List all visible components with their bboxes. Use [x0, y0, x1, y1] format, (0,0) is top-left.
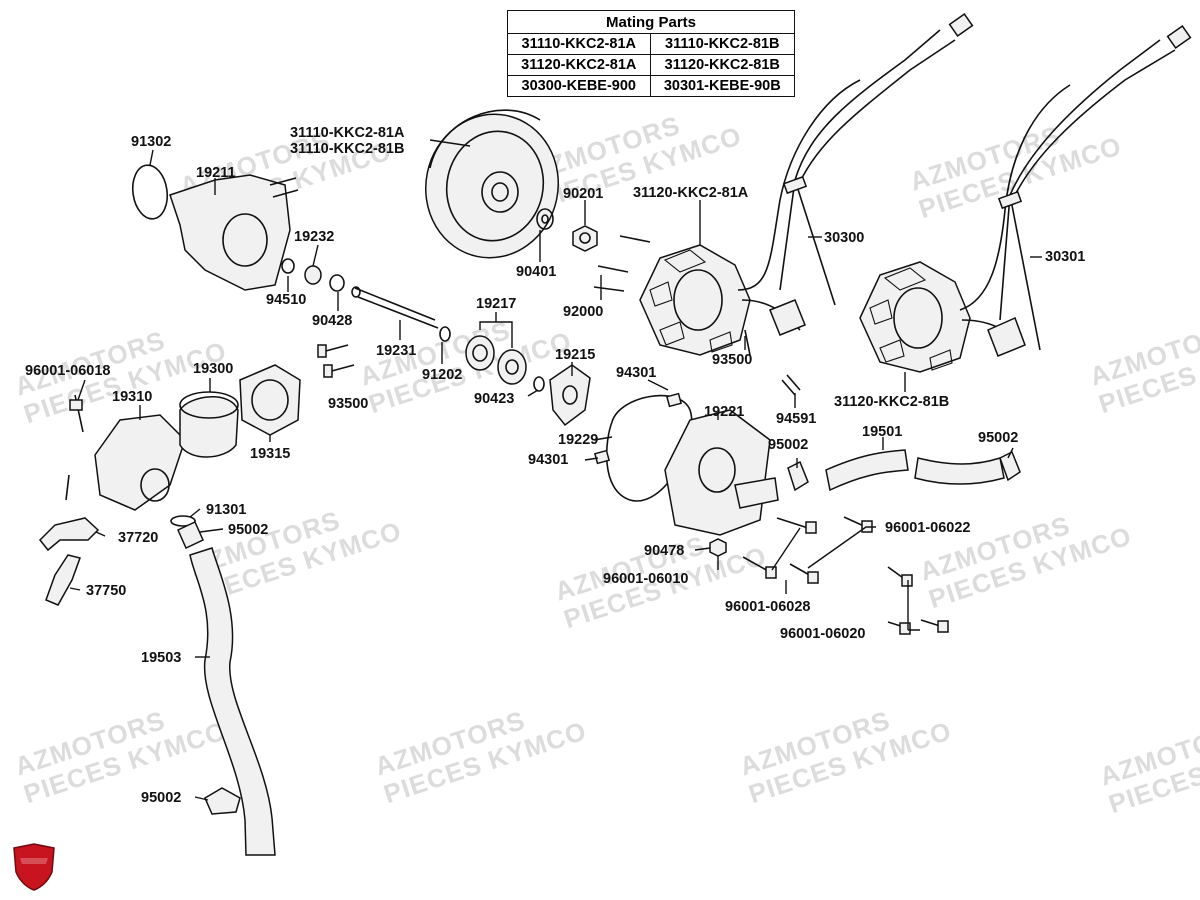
- part-label: 19310: [112, 389, 153, 405]
- harness-30300: [794, 29, 956, 183]
- table-cell: 30300-KEBE-900: [507, 75, 651, 97]
- part-label: 96001-06010: [603, 571, 689, 587]
- part-label: 90478: [644, 543, 685, 559]
- water-pump-cover-19211: [169, 174, 291, 291]
- hose-19501-a: [825, 449, 909, 492]
- part-label: 96001-06022: [885, 520, 971, 536]
- part-label: 19229: [558, 432, 599, 448]
- part-label: 90428: [312, 313, 353, 329]
- thermostat-19300: [179, 396, 239, 458]
- part-label: 31120-KKC2-81A: [633, 185, 749, 201]
- part-label: 19215: [555, 347, 596, 363]
- leader-lines: [69, 139, 1042, 801]
- part-label: 19221: [704, 404, 745, 420]
- hose-19501-b: [914, 457, 1005, 485]
- table-cell: 31110-KKC2-81B: [649, 33, 796, 55]
- part-label: 95002: [978, 430, 1019, 446]
- part-label: 94301: [528, 452, 569, 468]
- table-cell: 31110-KKC2-81A: [507, 33, 651, 55]
- part-label: 95002: [141, 790, 182, 806]
- table-row: 30300-KEBE-900 30301-KEBE-90B: [507, 75, 796, 97]
- thermostat-cover-19315: [239, 364, 301, 436]
- o-ring-91301: [170, 515, 196, 527]
- part-label: 37750: [86, 583, 127, 599]
- part-label: 93500: [712, 352, 753, 368]
- part-label: 19315: [250, 446, 291, 462]
- table-row: 31110-KKC2-81A 31110-KKC2-81B: [507, 33, 796, 55]
- bracket-37720: [38, 517, 100, 552]
- table-row: 31120-KKC2-81A 31120-KKC2-81B: [507, 54, 796, 76]
- washer-90428: [329, 274, 345, 292]
- impeller-19215: [549, 364, 591, 427]
- part-label: 31110-KKC2-81B: [290, 141, 405, 157]
- table-cell: 30301-KEBE-90B: [649, 75, 796, 97]
- hose-19503: [189, 547, 276, 856]
- part-label: 90423: [474, 391, 515, 407]
- part-label: 19501: [862, 424, 903, 440]
- part-label: 19232: [294, 229, 335, 245]
- part-label: 31110-KKC2-81A: [290, 125, 405, 141]
- part-label: 94301: [616, 365, 657, 381]
- nut-90201: [572, 225, 598, 252]
- hose-clip-95002: [204, 787, 241, 815]
- pump-shaft-19231: [354, 287, 439, 329]
- azmotors-shield-logo: [13, 843, 55, 891]
- part-label: 37720: [118, 530, 159, 546]
- part-label: 91202: [422, 367, 463, 383]
- part-label: 19300: [193, 361, 234, 377]
- circlip-94510: [281, 258, 295, 274]
- seal-19232: [304, 265, 322, 285]
- part-label: 95002: [228, 522, 269, 538]
- part-label: 91301: [206, 502, 247, 518]
- table-title: Mating Parts: [507, 10, 795, 34]
- washer-90423: [533, 376, 545, 392]
- washer-90478: [709, 538, 727, 557]
- part-label: 91302: [131, 134, 172, 150]
- part-label: 19211: [196, 165, 236, 181]
- o-ring-91302: [131, 164, 169, 220]
- part-label: 95002: [768, 437, 809, 453]
- part-label: 90201: [563, 186, 604, 202]
- part-label: 30301: [1045, 249, 1086, 265]
- part-label: 30300: [824, 230, 865, 246]
- part-label: 93500: [328, 396, 369, 412]
- clamp-94591: [781, 374, 801, 396]
- part-label: 90401: [516, 264, 557, 280]
- part-label: 96001-06020: [780, 626, 866, 642]
- part-label: 94591: [776, 411, 817, 427]
- mating-parts-table: Mating Parts 31110-KKC2-81A 31110-KKC2-8…: [507, 10, 796, 97]
- water-pump-body-19221: [664, 409, 771, 536]
- hose-clip-95002: [177, 520, 204, 550]
- hose-clip-95002: [787, 460, 809, 492]
- screw-93500: [744, 329, 751, 356]
- flywheel-rotor: [424, 109, 560, 259]
- part-label: 31120-KKC2-81B: [834, 394, 950, 410]
- stator-31120a: [593, 79, 861, 356]
- dowel-94301: [593, 449, 611, 465]
- table-cell: 31120-KKC2-81A: [507, 54, 651, 76]
- thermostat-housing-19310: [94, 414, 186, 511]
- harness-30301: [1009, 39, 1176, 198]
- part-label: 94510: [266, 292, 307, 308]
- o-ring-91202: [439, 326, 451, 342]
- part-label: 96001-06018: [25, 363, 111, 379]
- hose-clip-95002: [999, 450, 1021, 482]
- washer-90401: [536, 208, 554, 230]
- part-label: 92000: [563, 304, 604, 320]
- stator-31120b: [859, 84, 1071, 373]
- part-label: 19503: [141, 650, 182, 666]
- table-cell: 31120-KKC2-81B: [649, 54, 796, 76]
- part-label: 96001-06028: [725, 599, 811, 615]
- part-label: 19231: [376, 343, 417, 359]
- temp-sensor-37750: [45, 554, 81, 606]
- part-label: 19217: [476, 296, 517, 312]
- mechanical-seal-19217: [465, 335, 495, 371]
